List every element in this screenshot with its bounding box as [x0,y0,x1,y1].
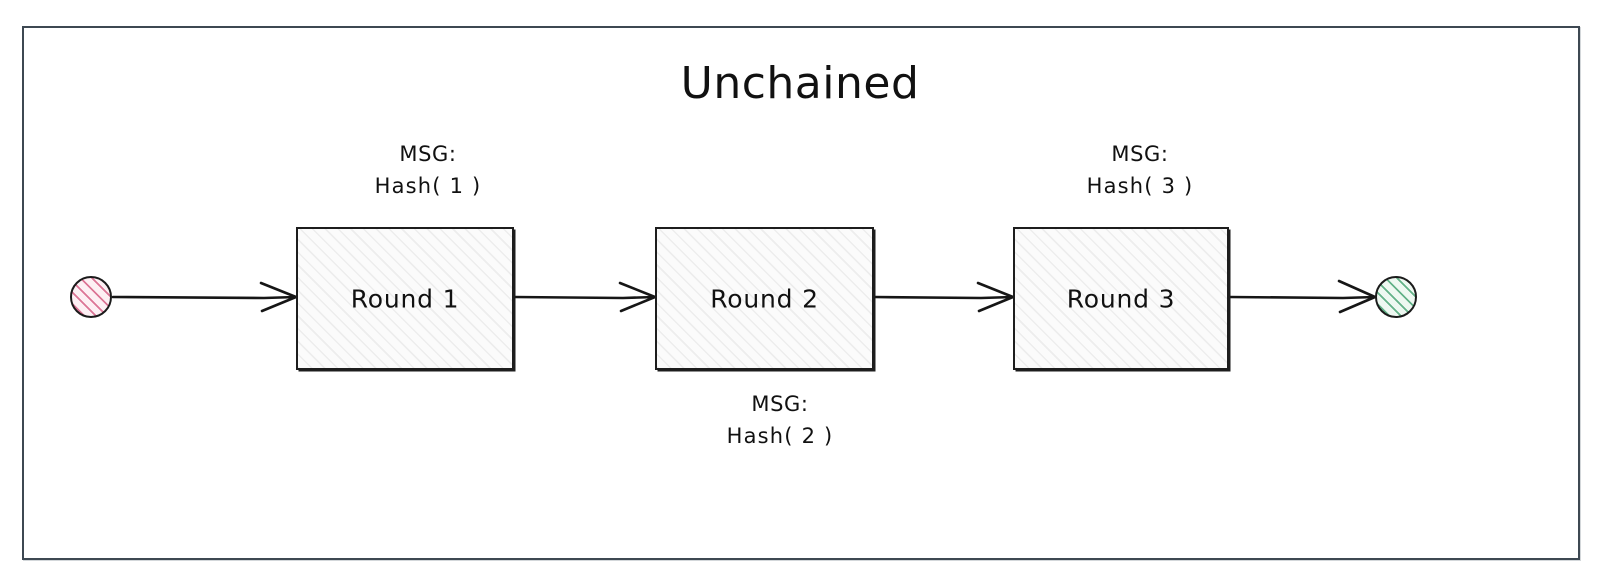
msg-label-1-line2: Hash( 1 ) [374,174,482,198]
msg-label-1-line1: MSG: [399,142,457,166]
end-node[interactable] [1375,276,1417,318]
round-2-box[interactable]: Round 2 [655,227,874,370]
msg-label-2-line2: Hash( 2 ) [726,424,834,448]
round-1-label: Round 1 [350,284,460,313]
start-node[interactable] [70,276,112,318]
msg-label-2: MSG: Hash( 2 ) [650,388,910,452]
msg-label-1: MSG: Hash( 1 ) [298,138,558,202]
diagram-title: Unchained [680,58,920,109]
msg-label-3: MSG: Hash( 3 ) [1010,138,1270,202]
round-3-label: Round 3 [1066,284,1176,313]
msg-label-3-line1: MSG: [1111,142,1169,166]
msg-label-2-line1: MSG: [751,392,809,416]
msg-label-3-line2: Hash( 3 ) [1086,174,1194,198]
diagram-frame [22,26,1580,560]
round-1-box[interactable]: Round 1 [296,227,514,370]
round-2-label: Round 2 [710,284,819,313]
round-3-box[interactable]: Round 3 [1013,227,1229,370]
